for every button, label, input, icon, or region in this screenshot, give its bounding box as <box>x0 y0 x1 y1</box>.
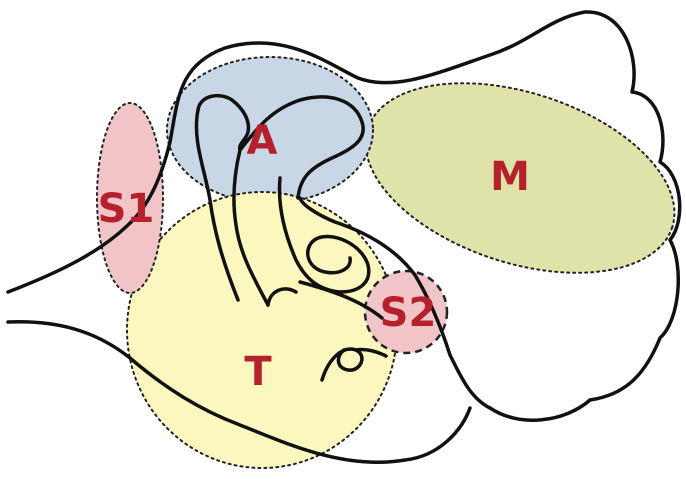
region-label-s2: S2 <box>380 290 437 336</box>
region-t <box>127 192 397 468</box>
region-label-m: M <box>490 154 530 200</box>
region-label-t: T <box>244 349 272 395</box>
region-label-a: A <box>247 118 278 164</box>
region-label-s1: S1 <box>98 186 155 232</box>
